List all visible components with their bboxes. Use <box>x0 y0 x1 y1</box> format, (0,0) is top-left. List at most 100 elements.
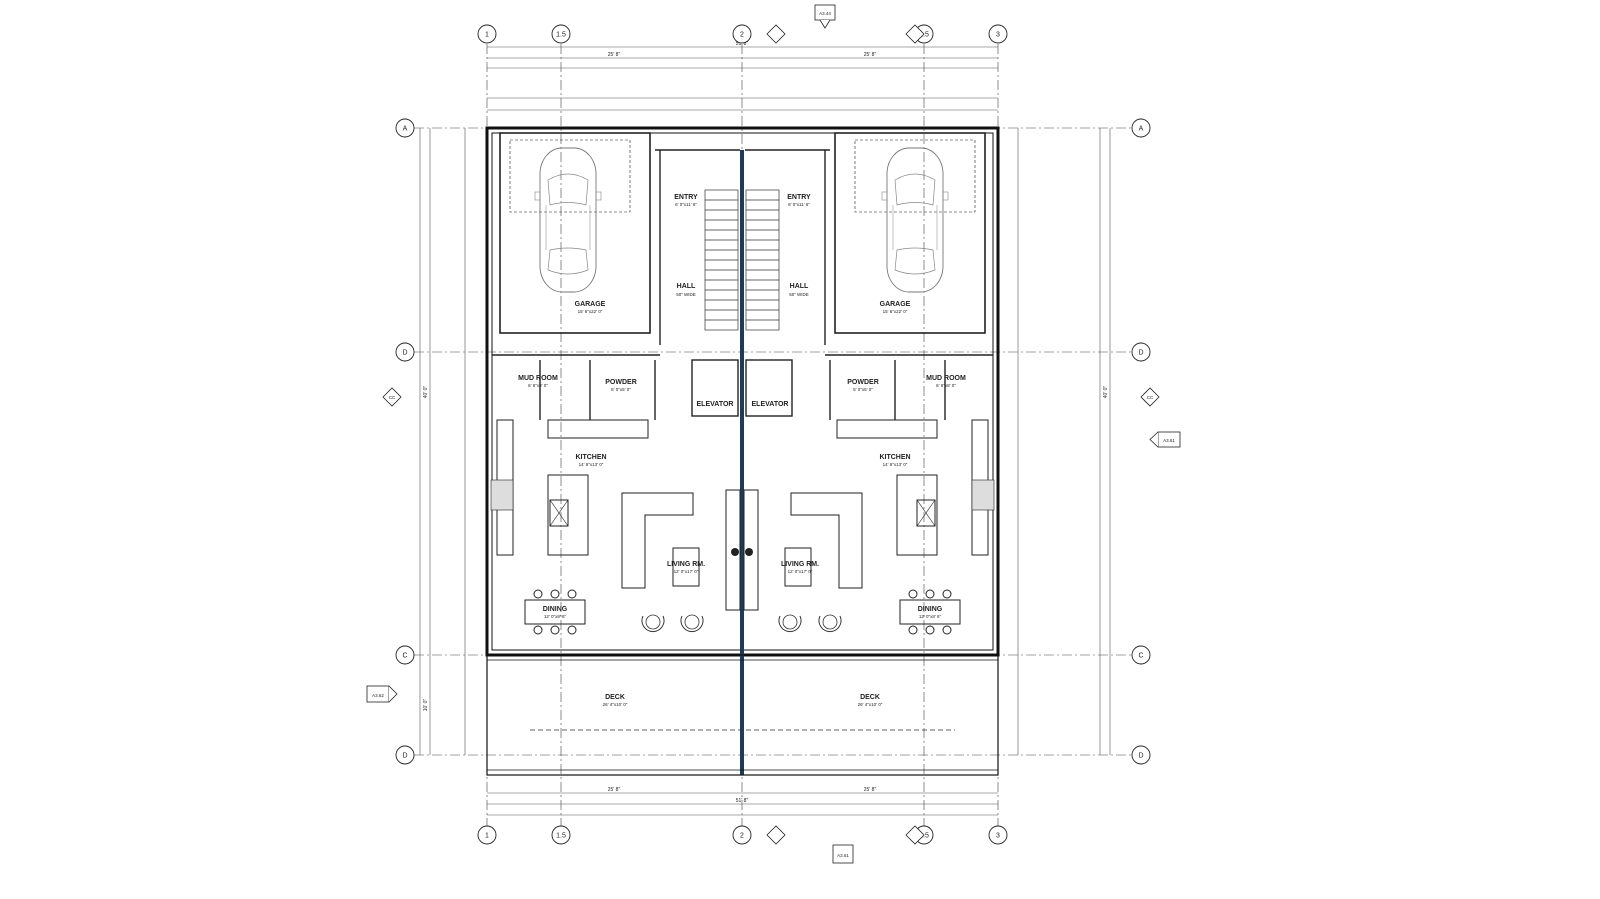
room-name-entry: ENTRY <box>674 194 698 201</box>
room-dim-powder: 5' 0"x5' 0" <box>853 387 873 392</box>
deck-depth-dim: 10' 0" <box>423 699 429 712</box>
grid-bubble-label: 1 <box>485 32 489 39</box>
grid-bubble-label: D <box>402 350 407 357</box>
room-name-deck: DECK <box>605 694 625 701</box>
room-dim-mud-room: 6' 6"x8' 0" <box>528 383 548 388</box>
grid-bubble-label: A <box>1139 126 1144 133</box>
section-callouts <box>366 4 1181 864</box>
room-name-hall: HALL <box>677 283 696 290</box>
room-dim-entry: 6' 0"x11' 6" <box>788 202 810 207</box>
dining-right <box>899 589 961 635</box>
room-name-living: LIVING RM. <box>667 561 705 568</box>
room-name-hall: HALL <box>790 283 809 290</box>
room-labels-right: GARAGE 15' 6"x22' 0" ENTRY 6' 0"x11' 6" … <box>752 194 966 707</box>
overall-width-dim: 51' 8" <box>736 41 749 47</box>
grid-bubble-col-bottom: 1 <box>477 825 497 845</box>
room-name-entry: ENTRY <box>787 194 811 201</box>
room-name-powder: POWDER <box>847 379 879 386</box>
car-icon <box>881 147 949 293</box>
grid-bubble-row-right: A <box>1131 118 1151 138</box>
grid-bubble-col-top: 3 <box>988 24 1008 44</box>
kitchen-left <box>490 419 649 556</box>
cc-tag-right: CC <box>1147 395 1154 400</box>
grid-bubble-row-left: A <box>395 118 415 138</box>
room-name-deck: DECK <box>860 694 880 701</box>
room-dim-dining: 12' 0"x8' 6" <box>919 614 942 619</box>
grid-bubble-label: D <box>1138 350 1143 357</box>
chair-icon <box>818 614 842 633</box>
grid-bubble-label: A <box>403 126 408 133</box>
room-name-garage: GARAGE <box>575 301 606 308</box>
room-dim-deck: 26' 4"x10' 0" <box>858 702 883 707</box>
room-name-dining: DINING <box>543 606 568 613</box>
grid-bubble-label: 3 <box>996 32 1000 39</box>
room-name-kitchen: KITCHEN <box>879 454 910 461</box>
grid-bubble-label: C <box>1138 653 1143 660</box>
interior-walls <box>492 149 993 420</box>
chair-icon <box>778 614 802 633</box>
bottom-overall-width-dim: 51' 8" <box>736 798 749 804</box>
grid-bubble-row-left: D <box>395 745 415 765</box>
grid-bubble-label: 1.5 <box>556 833 566 840</box>
room-dim-living: 12' 0"x17' 0" <box>788 569 813 574</box>
cc-tag-left: CC <box>389 395 396 400</box>
bottom-left-half-dim: 25' 8" <box>608 787 621 793</box>
dining-left <box>524 589 586 635</box>
garage-right <box>834 132 986 334</box>
grid-bubble-row-right: D <box>1131 342 1151 362</box>
left-side-depth-dim: 40' 0" <box>423 386 429 399</box>
room-dim-mud-room: 6' 6"x8' 0" <box>936 383 956 388</box>
section-tag-left: A3.62 <box>372 693 384 698</box>
fireplace-icon <box>731 548 753 556</box>
room-name-elevator: ELEVATOR <box>697 401 734 408</box>
grid-bubble-label: 1 <box>485 833 489 840</box>
car-icon <box>534 147 602 293</box>
grid-bubble-col-top: 1.5 <box>551 24 571 44</box>
room-name-garage: GARAGE <box>880 301 911 308</box>
right-side-depth-dim: 40' 0" <box>1103 386 1109 399</box>
chair-icon <box>680 614 704 633</box>
room-dim-kitchen: 14' 6"x13' 0" <box>579 462 604 467</box>
grid-bubble-label: D <box>402 753 407 760</box>
grid-bubble-label: 2.5 <box>919 833 929 840</box>
kitchen-right <box>836 419 995 556</box>
grid-bubble-col-top: 2 <box>732 24 752 44</box>
grid-bubble-label: 3 <box>996 833 1000 840</box>
grid-bubble-label: 2 <box>740 32 744 39</box>
room-name-mud-room: MUD ROOM <box>926 375 966 382</box>
room-name-living: LIVING RM. <box>781 561 819 568</box>
living-right <box>743 489 863 633</box>
grid-bubble-row-right: D <box>1131 745 1151 765</box>
grid-lines <box>414 44 1132 826</box>
room-dim-hall: 50" WIDE <box>676 292 696 297</box>
room-dim-powder: 5' 0"x5' 0" <box>611 387 631 392</box>
room-dim-entry: 6' 0"x11' 6" <box>675 202 697 207</box>
stair-left <box>704 189 739 331</box>
grid-bubble-label: C <box>402 653 407 660</box>
room-dim-kitchen: 14' 6"x13' 0" <box>883 462 908 467</box>
room-dim-living: 12' 0"x17' 0" <box>674 569 699 574</box>
grid-bubble-col-bottom: 1.5 <box>551 825 571 845</box>
exterior-walls <box>485 126 1000 776</box>
grid-bubble-col-top: 1 <box>477 24 497 44</box>
grid-bubble-row-left: D <box>395 342 415 362</box>
grid-bubble-label: 1.5 <box>556 32 566 39</box>
grid-bubble-label: 2.5 <box>919 32 929 39</box>
room-name-kitchen: KITCHEN <box>575 454 606 461</box>
room-name-powder: POWDER <box>605 379 637 386</box>
room-dim-garage: 15' 6"x22' 0" <box>578 309 603 314</box>
chair-icon <box>641 614 665 633</box>
section-tag-right: A3.61 <box>1163 438 1175 443</box>
grid-bubble-col-bottom: 2 <box>732 825 752 845</box>
room-name-mud-room: MUD ROOM <box>518 375 558 382</box>
room-dim-garage: 15' 6"x22' 0" <box>883 309 908 314</box>
grid-bubble-col-bottom: 3 <box>988 825 1008 845</box>
stair-right <box>745 189 780 331</box>
left-half-width-dim: 25' 8" <box>608 52 621 58</box>
grid-bubble-row-left: C <box>395 645 415 665</box>
bottom-right-half-dim: 25' 8" <box>864 787 877 793</box>
section-tag-top: A3.44 <box>819 11 831 16</box>
room-name-elevator: ELEVATOR <box>752 401 789 408</box>
